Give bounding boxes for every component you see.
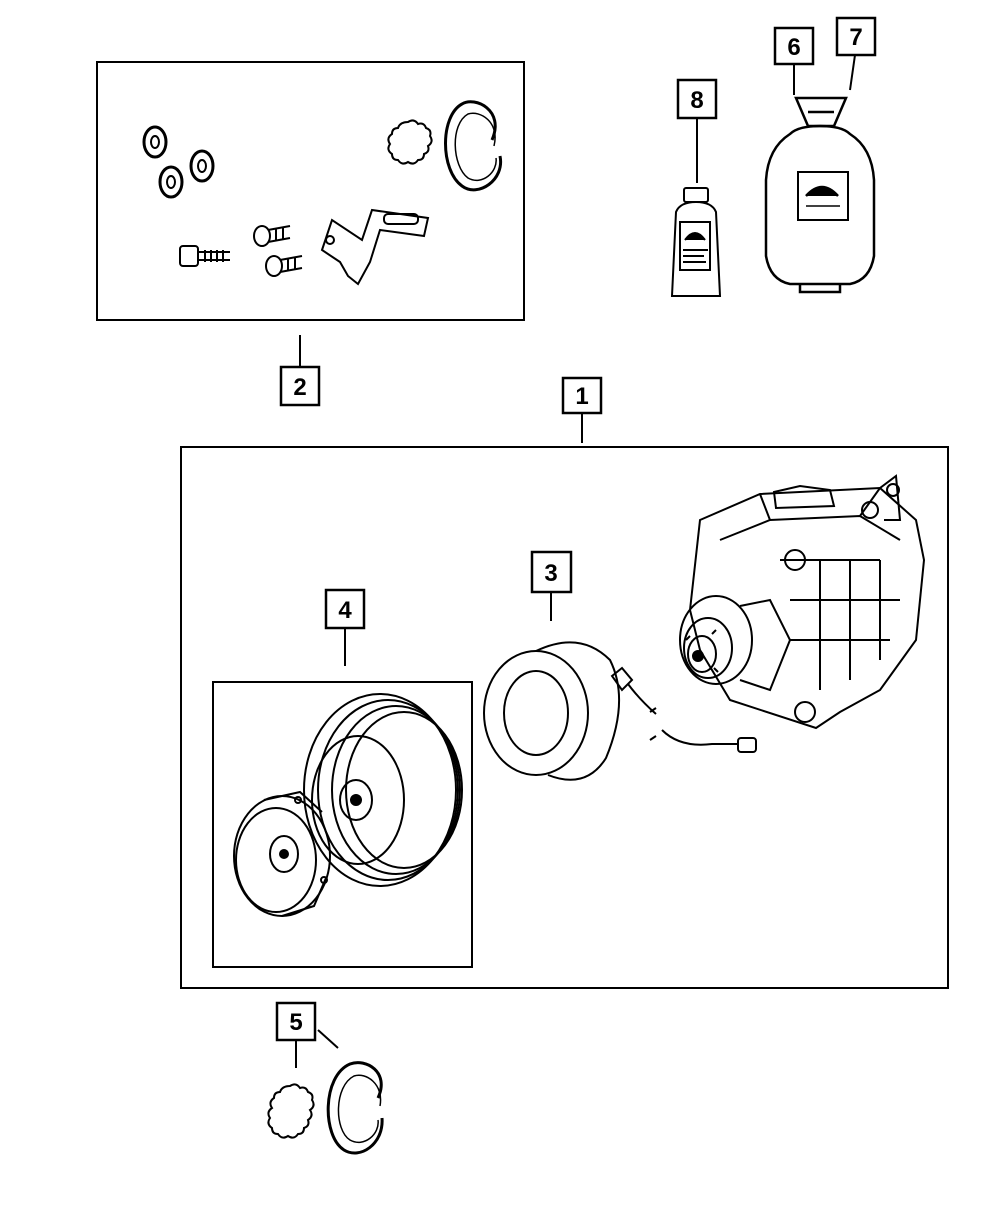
screw-icon [253,225,291,247]
snap-ring-icon [326,1061,384,1155]
callout-4: 4 [324,588,366,630]
svg-text:3: 3 [544,560,557,587]
washer-icon [142,125,168,159]
clutch-coil-icon [483,641,757,781]
leader-line [317,1029,339,1049]
wave-ring-icon [387,119,433,165]
svg-text:8: 8 [690,87,703,114]
leader-line [849,54,856,91]
svg-text:7: 7 [849,24,862,51]
pulley-icon [303,693,463,887]
refrigerant-canister-icon [764,96,876,294]
clutch-plate-icon [233,790,331,917]
snap-ring-icon [444,100,503,192]
compressor-icon [679,474,926,730]
callout-7: 7 [835,16,877,57]
callout-5: 5 [275,1001,317,1042]
compressor-assembly-box [180,446,949,989]
washer-icon [158,165,184,199]
svg-text:1: 1 [575,383,588,410]
svg-text:2: 2 [293,374,306,401]
callout-6: 6 [773,26,815,66]
callout-2: 2 [279,365,321,407]
svg-text:6: 6 [787,34,800,61]
callout-3: 3 [530,550,573,594]
wave-ring-icon [267,1083,315,1139]
svg-text:5: 5 [289,1009,302,1036]
pulley-clutch-box [212,681,473,968]
callout-1: 1 [561,376,603,415]
callout-8: 8 [676,78,718,120]
svg-text:4: 4 [338,597,352,624]
hardware-kit-box [96,61,525,321]
bracket-icon [320,208,430,286]
snap-rings-icon [267,1061,384,1155]
screw-icon [265,255,303,277]
oil-bottle-icon [670,187,722,297]
hardware-kit [96,61,525,321]
washer-icon [189,149,215,183]
bolt-icon [179,245,230,267]
